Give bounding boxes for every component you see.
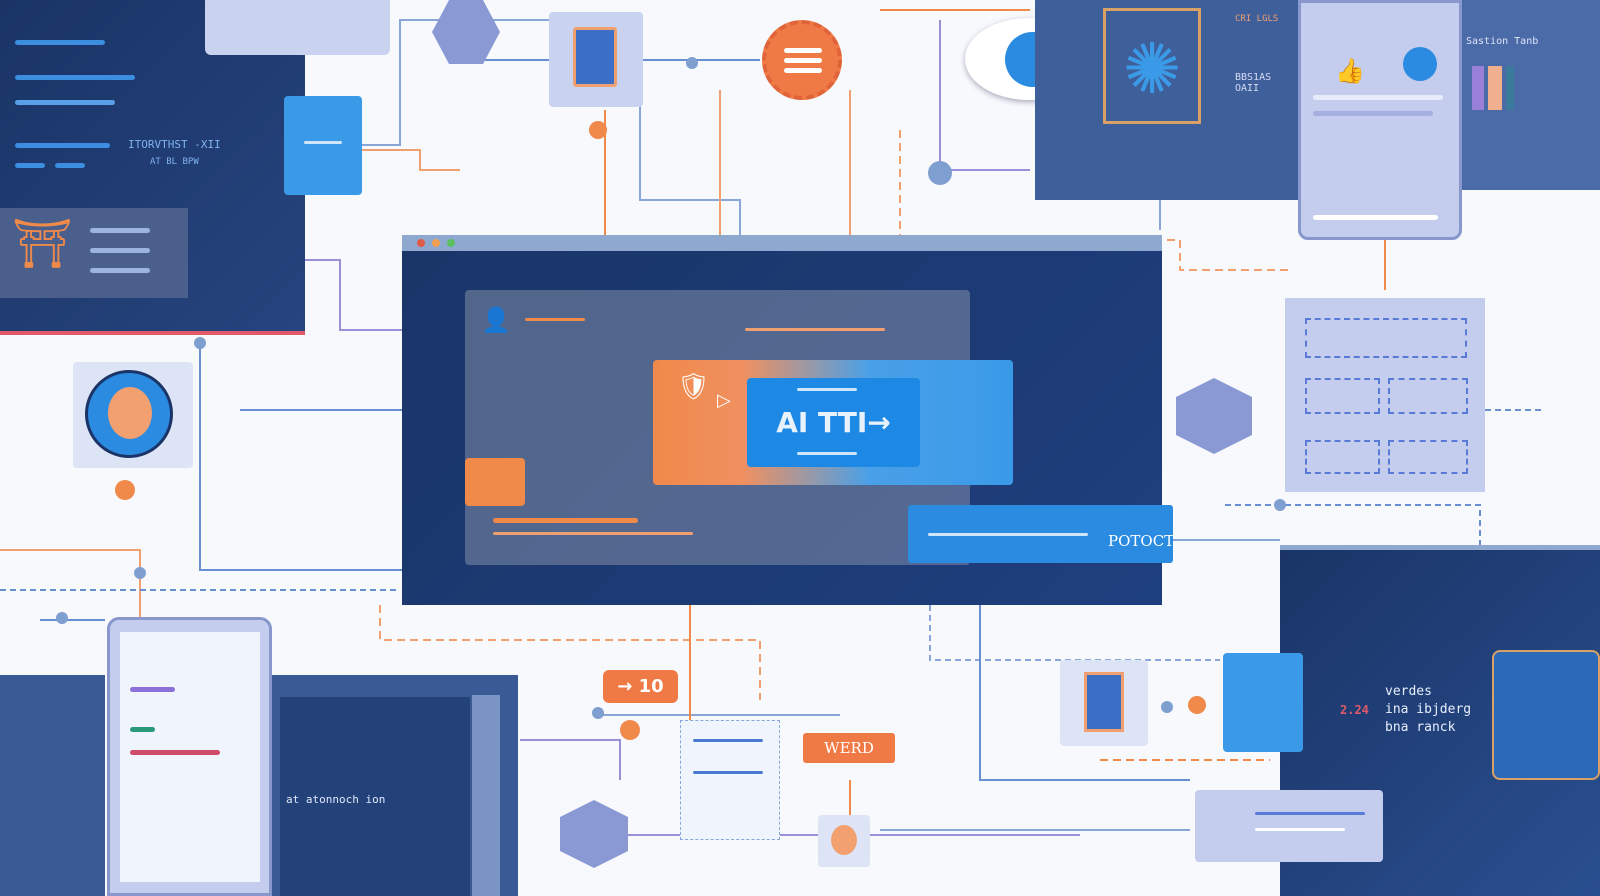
dark-panel-bottom-left bbox=[0, 675, 105, 896]
play-icon: ▷ bbox=[717, 390, 731, 411]
code-line-1: ITORVTHST -XII bbox=[128, 138, 221, 151]
user-icon: 👤 bbox=[481, 306, 511, 334]
label-cri: CRI LGLS bbox=[1235, 14, 1279, 24]
title-bar bbox=[402, 235, 1162, 251]
automation-panel: at atonnoch ion bbox=[272, 675, 518, 896]
code-line-2: AT BL BPW bbox=[150, 157, 199, 167]
chat-card[interactable] bbox=[1195, 790, 1383, 862]
chart-panel: Sastion Tanb bbox=[1462, 0, 1600, 190]
code-panel-left: ITORVTHST -XII AT BL BPW ⛩ bbox=[0, 0, 305, 335]
label-sastion: Sastion Tanb bbox=[1466, 36, 1539, 47]
word-tag[interactable]: WERD bbox=[803, 733, 895, 763]
code-line-1: verdes bbox=[1385, 684, 1432, 699]
mobile-panel: 👍 bbox=[1298, 0, 1462, 240]
sun-badge-icon[interactable] bbox=[762, 20, 842, 100]
form-card bbox=[680, 720, 780, 840]
protocol-bar[interactable]: POTOCT bbox=[908, 505, 1175, 563]
label-bbs: BBS1AS OAII bbox=[1235, 72, 1272, 94]
thumbs-up-icon[interactable]: 👍 bbox=[1335, 57, 1365, 85]
protocol-label: POTOCT bbox=[1108, 532, 1175, 550]
user-avatar-card[interactable] bbox=[73, 362, 193, 468]
network-icon: ✺ bbox=[1103, 8, 1201, 124]
network-panel: ✺ CRI LGLS BBS1AS OAII bbox=[1035, 0, 1298, 200]
document-card[interactable] bbox=[549, 12, 643, 107]
auth-card[interactable]: 🛡 ▷ AI TTI→ bbox=[653, 360, 1013, 485]
red-code: 2.24 bbox=[1340, 703, 1369, 717]
card-button[interactable] bbox=[465, 458, 525, 506]
phone-mockup bbox=[107, 617, 272, 896]
avatar bbox=[85, 370, 173, 458]
document-card-2[interactable] bbox=[1060, 660, 1148, 746]
code-line-3: bna ranck bbox=[1385, 720, 1456, 735]
logo-text: AI TTI→ bbox=[776, 406, 891, 439]
document-icon bbox=[573, 27, 617, 87]
dashboard-panel bbox=[1285, 298, 1485, 492]
tower-icon: ⛩ bbox=[12, 216, 73, 272]
blue-widget[interactable] bbox=[284, 96, 362, 195]
blue-widget-2[interactable] bbox=[1223, 653, 1303, 752]
logo-box: AI TTI→ bbox=[747, 378, 920, 467]
main-window: 👤 🛡 ▷ AI TTI→ POTOCT bbox=[402, 235, 1174, 605]
person-avatar[interactable] bbox=[818, 815, 870, 867]
automation-caption: at atonnoch ion bbox=[286, 793, 386, 806]
home-icon[interactable] bbox=[1403, 47, 1437, 81]
hexagon-network-icon[interactable] bbox=[432, 0, 500, 64]
counter-badge[interactable]: → 10 bbox=[603, 670, 678, 703]
code-line-2: ina ibjderg bbox=[1385, 702, 1472, 717]
shield-icon: 🛡 bbox=[677, 372, 711, 402]
thumbnail-panel bbox=[205, 0, 390, 55]
